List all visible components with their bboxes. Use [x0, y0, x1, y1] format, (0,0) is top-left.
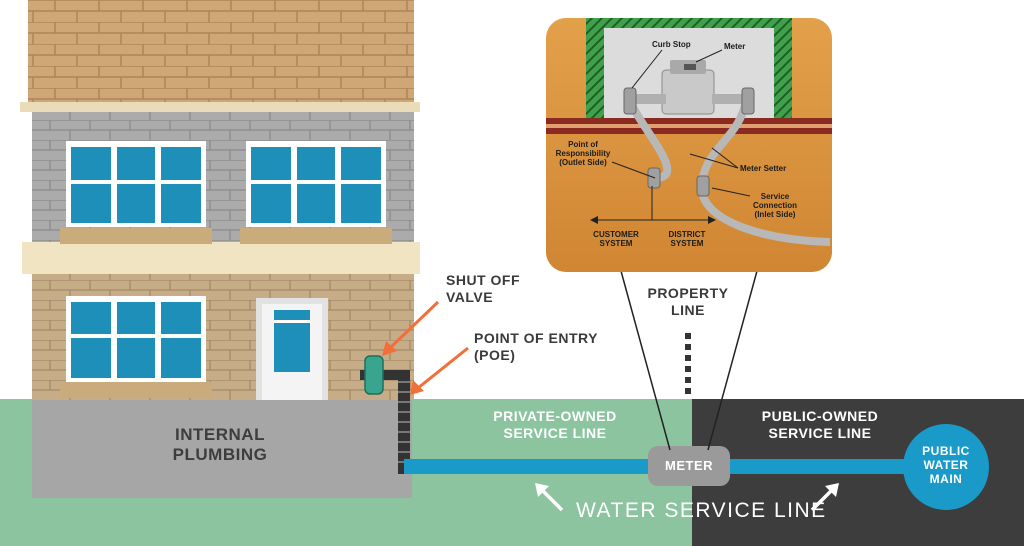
inset-customer-line-1: CUSTOMER	[593, 230, 639, 239]
callout-line-right	[707, 259, 761, 451]
inset-point-of-responsibility-label: Point of Responsibility (Outlet Side)	[552, 140, 614, 168]
inset-sc-line-3: (Inlet Side)	[754, 210, 796, 220]
private-service-pipe	[404, 459, 656, 474]
internal-plumbing-line-1: INTERNAL	[175, 425, 265, 444]
property-line-line-1: PROPERTY	[647, 285, 729, 301]
meter-box-wall-left	[586, 18, 604, 128]
inset-sc-line-1: Service	[760, 192, 790, 201]
shut-off-valve	[364, 355, 384, 395]
public-water-main-label: PUBLIC WATER MAIN	[903, 444, 989, 486]
service-pipe	[360, 355, 989, 510]
shut-off-valve-line-2: VALVE	[446, 288, 494, 305]
inset-meter-setter-label: Meter Setter	[740, 164, 787, 173]
upper-window-left	[60, 141, 212, 244]
inset-por-line-2: Responsibility	[555, 149, 611, 159]
inset-service-connection-label: Service Connection (Inlet Side)	[740, 192, 810, 220]
front-door	[256, 298, 328, 400]
point-of-entry-line-1: POINT OF ENTRY	[474, 330, 598, 346]
house	[20, 0, 420, 498]
public-water-main-line-2: WATER	[923, 457, 969, 472]
inset-district-system-label: DISTRICT SYSTEM	[662, 230, 712, 248]
water-service-arrow-left	[535, 483, 564, 512]
public-line-line-1: PUBLIC-OWNED	[761, 408, 879, 424]
private-line-label: PRIVATE-OWNED SERVICE LINE	[470, 408, 640, 442]
shut-off-valve-arrow	[382, 300, 440, 356]
public-line-label: PUBLIC-OWNED SERVICE LINE	[735, 408, 905, 442]
private-line-line-2: SERVICE LINE	[503, 424, 607, 441]
lower-window	[60, 296, 212, 398]
water-service-arrow-right	[810, 483, 839, 512]
internal-plumbing-label: INTERNAL PLUMBING	[150, 425, 290, 466]
inset-curb-stop-label: Curb Stop	[652, 40, 691, 49]
floor-band	[22, 242, 420, 274]
meter-detail-inset	[546, 18, 832, 272]
meter-label: METER	[665, 458, 713, 473]
inset-por-line-3: (Outlet Side)	[559, 158, 607, 168]
inset-sc-line-2: Connection	[753, 201, 797, 211]
internal-plumbing-box	[32, 400, 412, 498]
water-service-line-label: WATER SERVICE LINE	[576, 499, 827, 522]
inset-district-line-2: SYSTEM	[670, 239, 704, 249]
inset-district-line-1: DISTRICT	[668, 230, 706, 239]
internal-plumbing-line-2: PLUMBING	[172, 445, 268, 465]
shut-off-valve-line-1: SHUT OFF	[446, 272, 520, 288]
public-service-pipe	[720, 459, 920, 474]
shut-off-valve-label: SHUT OFF VALVE	[446, 272, 520, 306]
point-of-entry-label: POINT OF ENTRY (POE)	[474, 330, 598, 364]
point-of-entry-arrow	[410, 346, 469, 395]
meter-body	[661, 69, 715, 115]
roof	[28, 0, 414, 108]
public-water-main-line-3: MAIN	[929, 471, 963, 486]
meter-box-wall-right	[774, 18, 792, 128]
upper-window-right	[240, 141, 392, 244]
inset-por-line-1: Point of	[568, 140, 598, 149]
private-line-line-1: PRIVATE-OWNED	[493, 408, 617, 424]
property-line-marker	[685, 333, 691, 394]
inset-customer-line-2: SYSTEM	[599, 239, 633, 249]
property-line-label: PROPERTY LINE	[628, 285, 748, 319]
roof-eave	[20, 102, 420, 112]
curb-stop-valve	[623, 87, 637, 115]
public-water-main-line-1: PUBLIC	[922, 444, 970, 458]
inset-customer-system-label: CUSTOMER SYSTEM	[588, 230, 644, 248]
inset-meter-label: Meter	[724, 42, 746, 51]
point-of-entry-line-2: (POE)	[474, 346, 516, 363]
entry-pipe	[360, 370, 410, 380]
meter-box	[648, 446, 730, 486]
callout-line-left	[617, 259, 671, 451]
property-line-line-2: LINE	[671, 301, 705, 318]
public-water-main-circle	[903, 424, 989, 510]
public-line-line-2: SERVICE LINE	[768, 424, 872, 441]
